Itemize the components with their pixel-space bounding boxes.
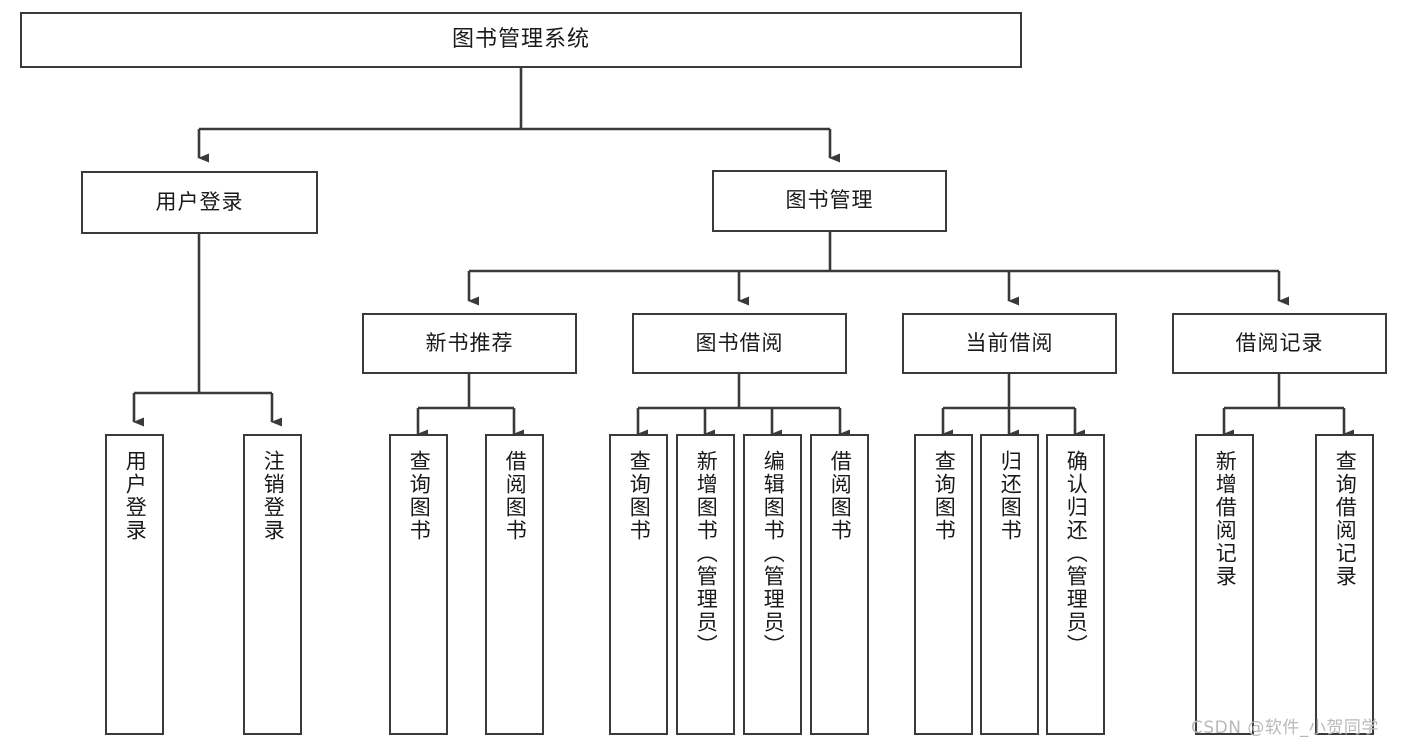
leaf-book-borrow-add-book-admin[interactable]: 新增图书（管理员） [676, 434, 735, 735]
leaf-new-book-borrow-book[interactable]: 借阅图书 [485, 434, 544, 735]
leaf-label: 查询图书 [932, 450, 957, 542]
node-label: 图书借阅 [695, 330, 784, 355]
leaf-label: 查询图书 [407, 450, 432, 542]
leaf-book-borrow-borrow-book[interactable]: 借阅图书 [810, 434, 869, 735]
node-label: 新书推荐 [425, 330, 514, 355]
leaf-label: 借阅图书 [503, 450, 528, 542]
node-borrow-record[interactable]: 借阅记录 [1172, 313, 1387, 374]
leaf-user-login-login[interactable]: 用户登录 [105, 434, 164, 735]
leaf-new-book-query-book[interactable]: 查询图书 [389, 434, 448, 735]
node-book-management[interactable]: 图书管理 [712, 170, 947, 232]
node-label: 借阅记录 [1235, 330, 1324, 355]
leaf-current-borrow-confirm-return-admin[interactable]: 确认归还（管理员） [1046, 434, 1105, 735]
leaf-current-borrow-query-book[interactable]: 查询图书 [914, 434, 973, 735]
leaf-current-borrow-return-book[interactable]: 归还图书 [980, 434, 1039, 735]
leaf-label: 用户登录 [123, 450, 148, 542]
leaf-borrow-record-add-record[interactable]: 新增借阅记录 [1195, 434, 1254, 735]
csdn-watermark: CSDN @软件_小贺同学 [1191, 718, 1379, 738]
node-new-book-recommend[interactable]: 新书推荐 [362, 313, 577, 374]
leaf-label: 查询图书 [627, 450, 652, 542]
leaf-label: 注销登录 [261, 450, 286, 542]
node-label: 图书管理 [785, 188, 874, 213]
leaf-book-borrow-query-book[interactable]: 查询图书 [609, 434, 668, 735]
leaf-borrow-record-query-record[interactable]: 查询借阅记录 [1315, 434, 1374, 735]
node-label: 图书管理系统 [451, 26, 590, 52]
node-label: 用户登录 [155, 189, 244, 214]
node-label: 当前借阅 [965, 330, 1054, 355]
leaf-label: 新增图书（管理员） [694, 450, 719, 657]
leaf-user-login-logout[interactable]: 注销登录 [243, 434, 302, 735]
node-root-book-management-system[interactable]: 图书管理系统 [20, 12, 1022, 68]
leaf-label: 确认归还（管理员） [1064, 450, 1089, 657]
leaf-label: 查询借阅记录 [1333, 450, 1358, 588]
leaf-label: 归还图书 [998, 450, 1023, 542]
leaf-book-borrow-edit-book-admin[interactable]: 编辑图书（管理员） [743, 434, 802, 735]
node-user-login[interactable]: 用户登录 [81, 171, 318, 234]
leaf-label: 编辑图书（管理员） [761, 450, 786, 657]
leaf-label: 借阅图书 [828, 450, 853, 542]
leaf-label: 新增借阅记录 [1213, 450, 1238, 588]
node-book-borrow[interactable]: 图书借阅 [632, 313, 847, 374]
node-current-borrow[interactable]: 当前借阅 [902, 313, 1117, 374]
